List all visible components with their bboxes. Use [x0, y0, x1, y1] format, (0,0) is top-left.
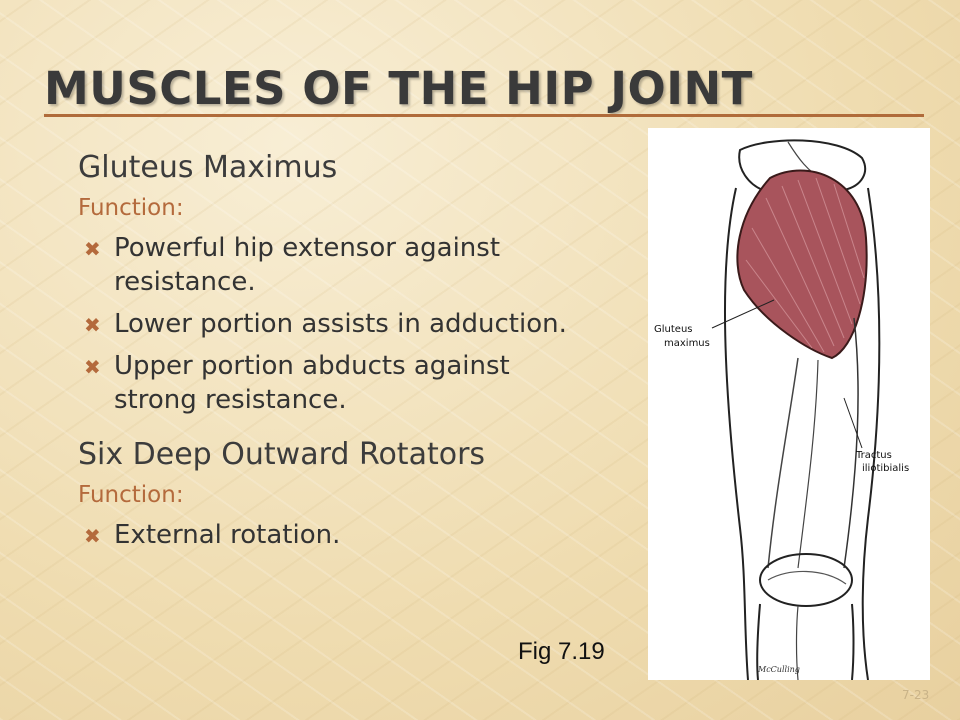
slide-content: Gluteus Maximus Function: ✖ Powerful hip… — [78, 150, 598, 560]
label-gluteus-line1: Gluteus — [654, 324, 693, 335]
bullet-item: ✖ Powerful hip extensor against resistan… — [78, 231, 598, 299]
lower-leg-right — [851, 603, 855, 680]
bullet-text: Powerful hip extensor against resistance… — [114, 233, 501, 297]
muscle-fibers — [745, 177, 865, 353]
bullet-list: ✖ External rotation. — [78, 518, 598, 552]
thigh-outline-left — [723, 187, 749, 680]
label-gluteus-line2: maximus — [664, 338, 710, 349]
tibia-line — [795, 605, 799, 680]
bullet-text: Lower portion assists in adduction. — [114, 309, 567, 339]
figure-caption: Fig 7.19 — [518, 638, 605, 665]
gluteus-maximus-muscle — [736, 169, 868, 360]
function-label: Function: — [78, 482, 184, 508]
function-label: Function: — [78, 195, 184, 221]
tractus-leader-line — [843, 397, 863, 449]
thigh-outline-right — [861, 187, 881, 680]
section-heading-gluteus: Gluteus Maximus — [78, 150, 338, 185]
knee-detail — [767, 570, 847, 585]
label-tractus-line1: Tractus — [855, 450, 892, 461]
slide-number: 7-23 — [902, 688, 930, 702]
x-bullet-icon: ✖ — [84, 355, 101, 379]
x-bullet-icon: ✖ — [84, 237, 101, 261]
x-bullet-icon: ✖ — [84, 313, 101, 337]
anatomy-figure: Gluteus maximus Tractus iliotibialis McC… — [648, 128, 930, 680]
illustrator-signature: McCulling — [757, 665, 800, 674]
leg-illustration: Gluteus maximus Tractus iliotibialis McC… — [654, 139, 909, 680]
bullet-text: External rotation. — [114, 520, 341, 550]
bullet-text: Upper portion abducts against strong res… — [114, 351, 510, 415]
slide-title: MUSCLES OF THE HIP JOINT — [44, 62, 753, 115]
section-heading-rotators: Six Deep Outward Rotators — [78, 437, 486, 472]
lower-leg-left — [756, 603, 761, 680]
label-tractus-line2: iliotibialis — [862, 463, 909, 474]
x-bullet-icon: ✖ — [84, 524, 101, 548]
knee-joint — [759, 553, 853, 607]
femur-line — [767, 357, 799, 569]
gluteus-leader-line — [711, 299, 775, 329]
pelvis-outline — [738, 139, 867, 194]
bullet-item: ✖ Upper portion abducts against strong r… — [78, 349, 598, 417]
tendon-line — [797, 359, 819, 569]
iliotibial-tract — [843, 317, 859, 569]
bullet-list: ✖ Powerful hip extensor against resistan… — [78, 231, 598, 417]
title-underline — [44, 114, 924, 117]
bullet-item: ✖ Lower portion assists in adduction. — [78, 307, 598, 341]
bullet-item: ✖ External rotation. — [78, 518, 598, 552]
